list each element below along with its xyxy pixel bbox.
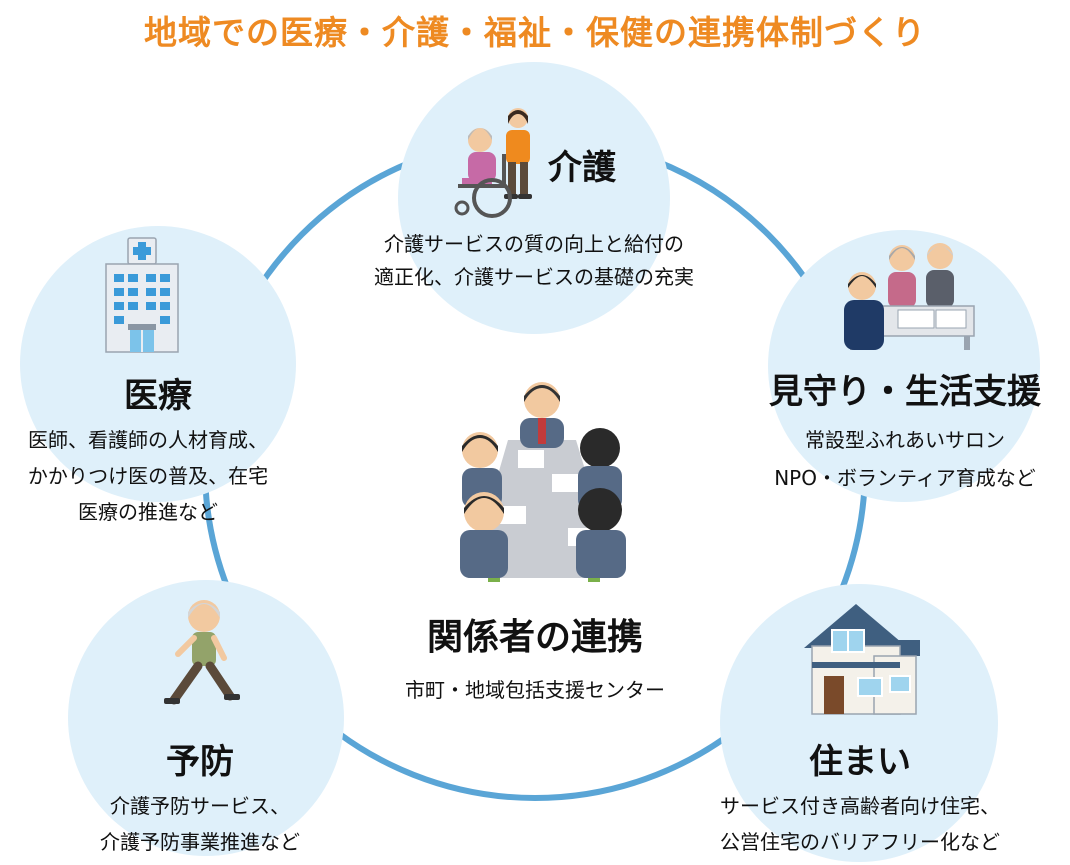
center-heading: 関係者の連携 xyxy=(426,617,643,658)
node-yobo-desc-1: 介護予防サービス、 xyxy=(110,794,290,818)
counseling-icon xyxy=(844,243,975,350)
node-mimamori-desc-2: NPO・ボランティア育成など xyxy=(774,466,1036,490)
node-mimamori-desc-1: 常設型ふれあいサロン xyxy=(805,428,1005,452)
node-kaigo-desc-1: 介護サービスの質の向上と給付の xyxy=(384,232,684,256)
node-iryo-desc-2: かかりつけ医の普及、在宅 xyxy=(27,464,269,488)
page-title: 地域での医療・介護・福祉・保健の連携体制づくり xyxy=(144,13,926,52)
node-yobo-desc-2: 介護予防事業推進など xyxy=(100,830,300,854)
meeting-icon xyxy=(460,382,626,582)
node-iryo-desc-1: 医師、看護師の人材育成、 xyxy=(28,428,268,452)
hospital-icon xyxy=(105,237,179,353)
node-sumai-heading: 住まい xyxy=(809,742,911,782)
node-kaigo-desc-2: 適正化、介護サービスの基礎の充実 xyxy=(374,265,694,289)
node-sumai-desc-2: 公営住宅のバリアフリー化など xyxy=(720,830,1000,854)
node-sumai-desc-1: サービス付き高齢者向け住宅、 xyxy=(720,794,1000,818)
node-iryo-desc-3: 医療の推進など xyxy=(78,500,218,524)
node-yobo-heading: 予防 xyxy=(166,742,234,782)
node-iryo-heading: 医療 xyxy=(124,376,192,416)
node-mimamori-heading: 見守り・生活支援 xyxy=(769,372,1041,412)
house-icon xyxy=(804,604,920,715)
wheelchair-care-icon xyxy=(454,108,532,218)
exercise-icon xyxy=(164,600,240,705)
node-kaigo xyxy=(398,62,670,334)
node-kaigo-heading: 介護 xyxy=(548,148,616,188)
center-sub: 市町・地域包括支援センター xyxy=(405,678,665,702)
